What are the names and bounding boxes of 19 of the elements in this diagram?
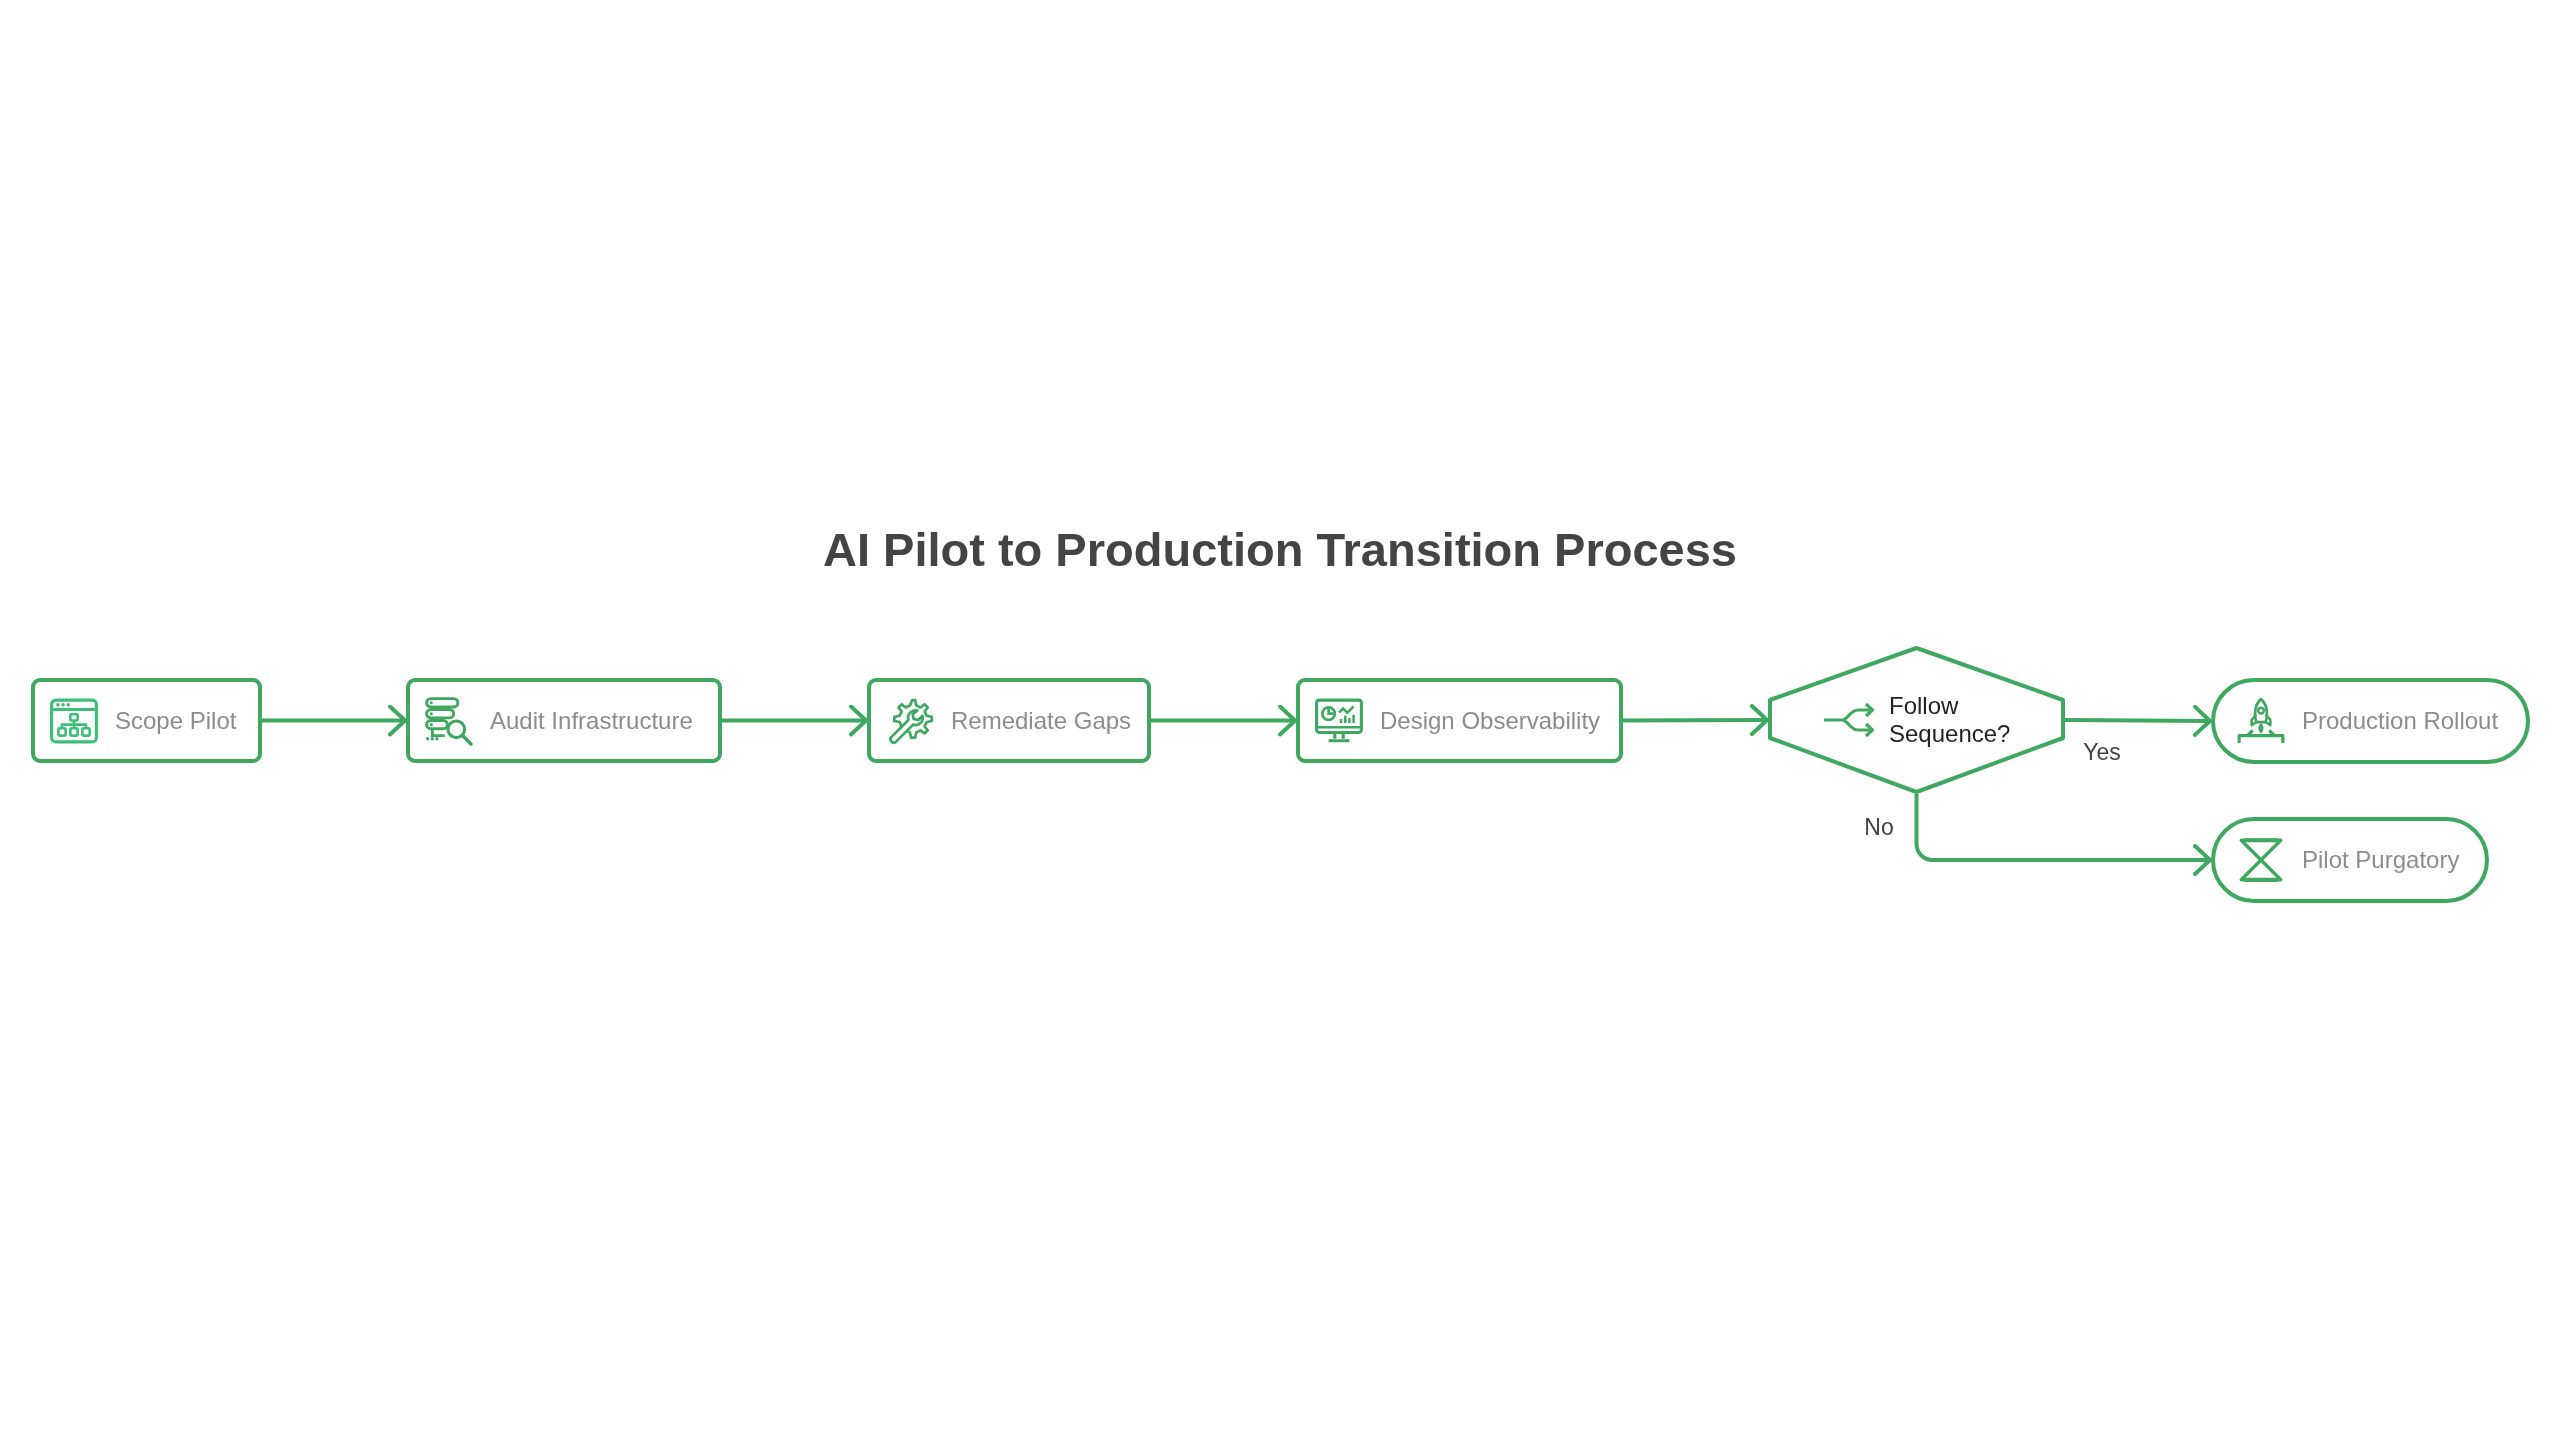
node-label: Scope Pilot <box>115 706 237 735</box>
node-label: Design Observability <box>1380 706 1601 735</box>
arrow <box>722 704 868 737</box>
node-label: Audit Infrastructure <box>490 706 693 735</box>
diagram-title: AI Pilot to Production Transition Process <box>823 522 1737 578</box>
process-box <box>406 678 722 763</box>
process-box <box>31 678 262 763</box>
decision-hexagon <box>1768 646 2065 794</box>
arrow <box>1623 704 1769 737</box>
arrow <box>262 704 407 737</box>
process-box <box>867 678 1151 763</box>
arrow <box>1914 794 2212 876</box>
arrow <box>1151 704 1297 737</box>
node-label: Remediate Gaps <box>951 706 1132 735</box>
node-label: Production Rollout <box>2302 707 2499 735</box>
node-label: Follow Sequence? <box>1889 692 2012 748</box>
node-label: Pilot Purgatory <box>2302 846 2460 874</box>
process-box <box>1296 678 1623 763</box>
arrow <box>2065 704 2212 737</box>
